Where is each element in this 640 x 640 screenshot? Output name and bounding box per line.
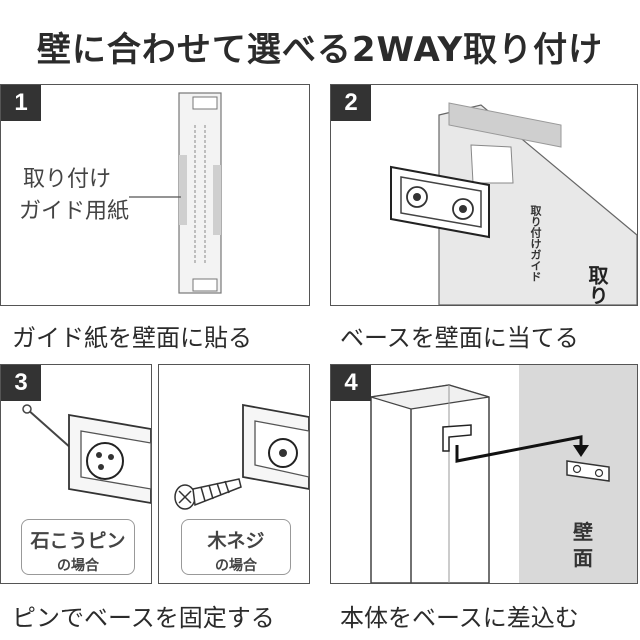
- insert-body-illustration: [370, 365, 637, 583]
- guide-print-text: 取り付けガイド: [529, 205, 542, 282]
- wall-label-line2: 面: [573, 546, 593, 570]
- base-on-wall-illustration: [390, 102, 637, 305]
- plaster-pin-illustration: [22, 404, 151, 504]
- step-4-caption: 本体をベースに差込む: [340, 604, 579, 632]
- step-3-badge: 3: [1, 365, 41, 401]
- wood-screw-illustration: [174, 403, 309, 510]
- step-3-panel-right: 木ネジ の場合: [158, 364, 310, 584]
- wall-label-line1: 壁: [573, 520, 593, 544]
- step-1-badge: 1: [1, 85, 41, 121]
- step-1-caption: ガイド紙を壁面に貼る: [12, 324, 252, 352]
- guide-print-text-large: 取り: [585, 265, 609, 305]
- step-2-panel: 2 取り付けガイド 取り: [330, 84, 638, 306]
- wood-screw-option: 木ネジ の場合: [181, 519, 291, 575]
- step-2-caption: ベースを壁面に当てる: [340, 324, 579, 352]
- plaster-pin-option: 石こうピン の場合: [21, 519, 135, 575]
- step-3-panel-left: 3 石こうピン の場合: [0, 364, 152, 584]
- guide-paper-label-line2: ガイド用紙: [19, 199, 130, 224]
- wood-screw-sublabel: の場合: [215, 558, 257, 574]
- plaster-pin-label: 石こうピン: [30, 530, 126, 552]
- step-1-panel: 1 取り付け ガイド用紙: [0, 84, 310, 306]
- plaster-pin-sublabel: の場合: [57, 558, 99, 574]
- guide-paper-illustration: [129, 92, 222, 294]
- step-2-badge: 2: [331, 85, 371, 121]
- step-4-badge: 4: [331, 365, 371, 401]
- page-title: 壁に合わせて選べる2WAY取り付け: [36, 30, 604, 70]
- step-4-panel: 4 壁 面: [330, 364, 638, 584]
- guide-paper-label-line1: 取り付け: [23, 167, 112, 192]
- wood-screw-label: 木ネジ: [207, 530, 265, 552]
- step-3-caption: ピンでベースを固定する: [12, 604, 275, 632]
